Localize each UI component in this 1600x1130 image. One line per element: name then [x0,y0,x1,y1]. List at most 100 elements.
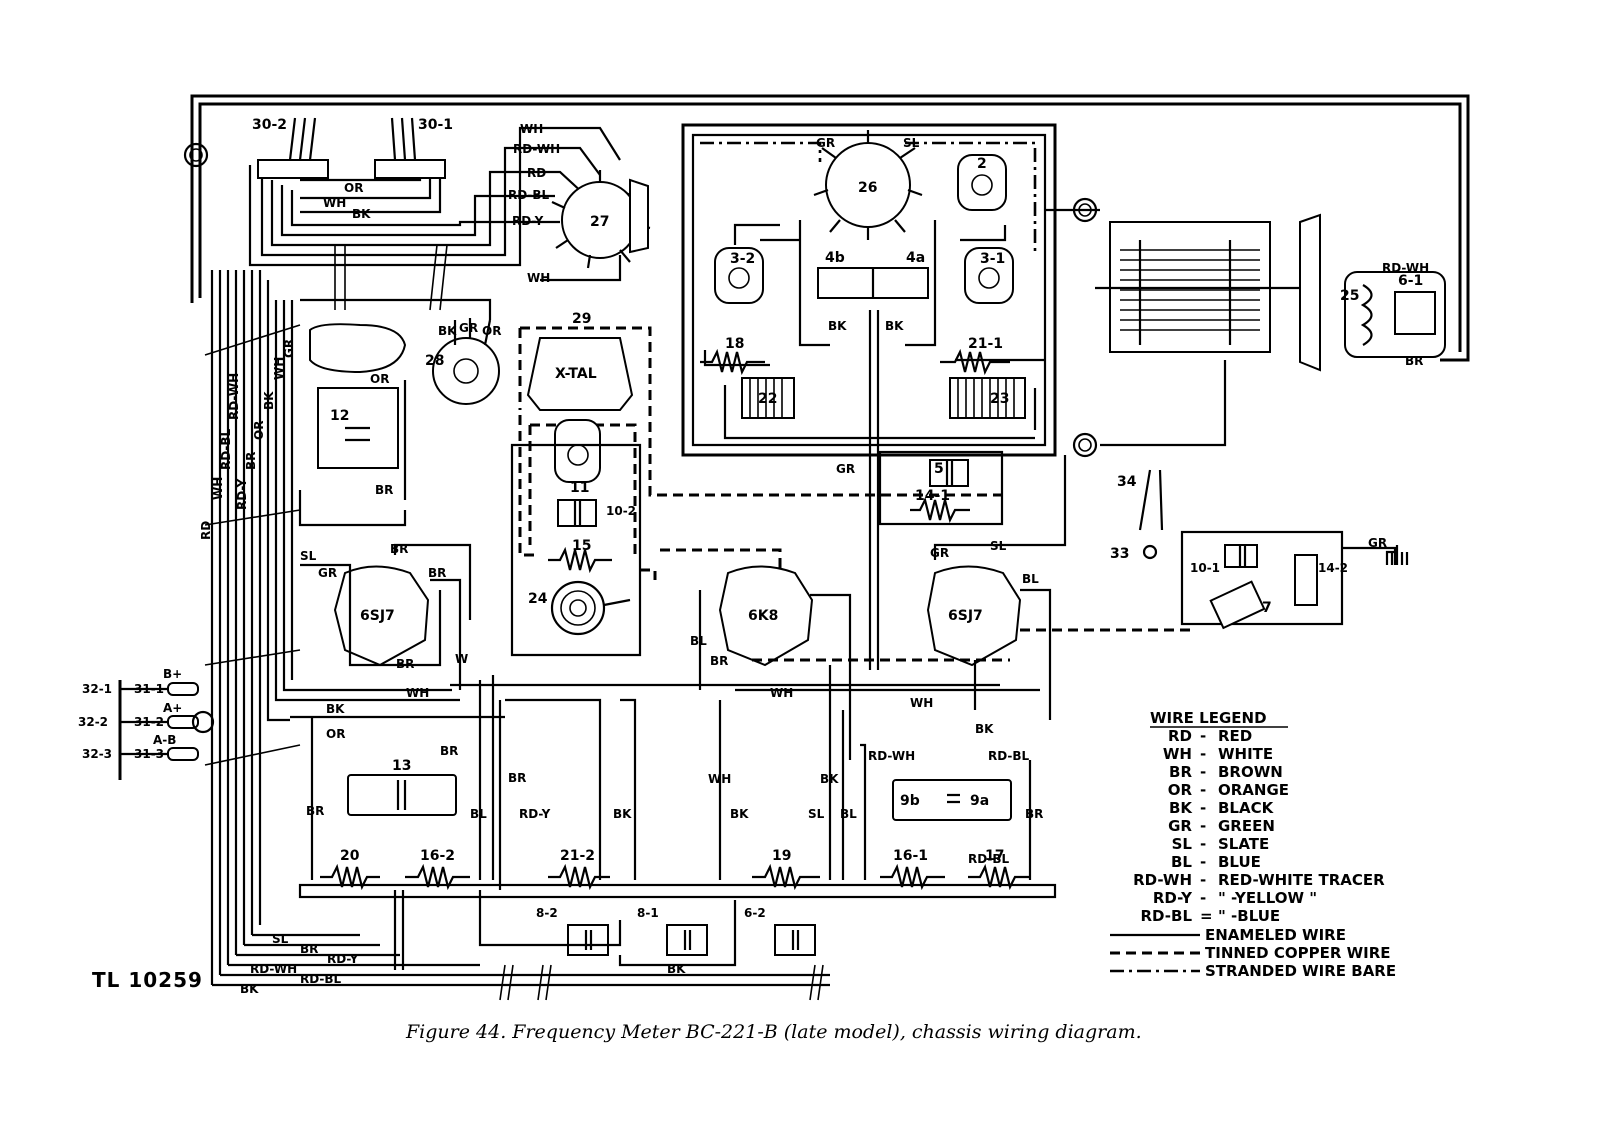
label-5: 5 [934,461,944,477]
legend-name: BROWN [1218,763,1283,781]
legend-name: ORANGE [1218,781,1289,799]
wire-label: OR [370,372,389,386]
label-9b: 9b [900,793,920,809]
tube-sockets [300,455,1190,760]
label-26: 26 [858,180,877,196]
label-22: 22 [758,391,777,407]
label-32-3: 32-3 [82,747,112,761]
wire-label: RD-WH [1382,261,1429,275]
legend-separator: = [1200,907,1213,925]
wire-label: WH [708,772,731,786]
wire-label: BK [667,962,686,976]
wire-label: BR [300,942,318,956]
right-parts [878,450,1397,630]
wire-label: BK [326,702,345,716]
wire-label: W [455,652,468,666]
label-30-2: 30-2 [252,117,287,133]
wire-label: WH [527,271,550,285]
wire-label: BK [975,722,994,736]
label-b-plus: B+ [163,667,182,681]
wire-label: RD-BL [300,972,342,986]
label-32-1: 32-1 [82,682,112,696]
legend-code: BL [1171,853,1192,871]
capacitor-4 [817,267,929,299]
label-a-plus: A+ [163,701,182,715]
label-16-2: 16-2 [420,848,455,864]
wire-label: GR [1368,536,1387,550]
legend-rows: RD-REDWH-WHITEBR-BROWNOR-ORANGEBK-BLACKG… [1133,727,1385,925]
legend-title: WIRE LEGEND [1150,709,1267,727]
label-20: 20 [340,848,360,864]
figure-id-code: TL 10259 [92,968,203,992]
capacitors-13-9 [347,774,1012,821]
legend-separator: - [1200,853,1206,871]
label-13: 13 [392,758,411,774]
wire-label: GR [816,136,835,150]
label-31-1: 31-1 [134,682,164,696]
wire-label: WH [406,686,429,700]
legend-code: SL [1172,835,1193,853]
wire-label: RD-Y [512,214,544,228]
label-4b: 4b [825,250,845,266]
label-21-1: 21-1 [968,336,1003,352]
top-wiring [248,117,651,282]
label-25: 25 [1340,288,1359,304]
wire-label: BR [1405,354,1423,368]
wire-label: RD-BL [508,188,550,202]
legend-separator: - [1200,799,1206,817]
wire-label: BK [820,772,839,786]
legend-code: GR [1168,817,1192,835]
legend-name: RED-WHITE TRACER [1218,871,1385,889]
label-3-2: 3-2 [730,251,755,267]
wire-label: BR [375,483,393,497]
wire-label: BL [1022,572,1039,586]
tuning-harness [681,123,1227,670]
wire-label: BK [262,391,276,410]
label-3-1: 3-1 [980,251,1005,267]
wire-label: BR [390,542,408,556]
label-8-2: 8-2 [536,906,558,920]
wire-label: OR [344,181,363,195]
left-harness [204,244,830,1001]
legend-separator: - [1200,871,1206,889]
legend-separator: - [1200,763,1206,781]
legend-code: RD-Y [1153,889,1193,907]
ground-symbol [1385,545,1409,565]
variable-capacitor [1072,197,1446,458]
label-6-1: 6-1 [1398,273,1423,289]
label-7: 7 [1262,600,1272,616]
wire-label: RD-Y [327,952,359,966]
label-16-1: 16-1 [893,848,928,864]
label-30-1: 30-1 [418,117,453,133]
wire-label: BR [244,452,258,470]
label-9a: 9a [970,793,989,809]
legend-code: RD-BL [1141,907,1193,925]
label-11: 11 [570,480,589,496]
label-17: 17 [985,848,1004,864]
bottom-wiring [290,665,1040,890]
label-10-2: 10-2 [606,504,636,518]
wire-label: GR [318,566,337,580]
label-29: 29 [572,311,591,327]
label-12: 12 [330,408,349,424]
wire-label: BL [840,807,857,821]
wire-label: OR [326,727,345,741]
label-31-2: 31-2 [134,715,164,729]
terminal-strip [298,863,1057,970]
chassis-frame [183,94,1470,362]
wire-label: RD-WH [250,962,297,976]
legend-code: BK [1169,799,1193,817]
wire-label: GR [836,462,855,476]
wire-label: GR [459,321,478,335]
label-8-1: 8-1 [637,906,659,920]
label-21-2: 21-2 [560,848,595,864]
wire-label: RD-Y [235,478,249,510]
wire-label: BK [240,982,259,996]
wire-label: RD-Y [519,807,551,821]
tube-label-left: 6SJ7 [360,608,395,624]
legend-code: WH [1163,745,1192,763]
legend-name: SLATE [1218,835,1269,853]
wire-label: BK [828,319,847,333]
wire-label: BR [440,744,458,758]
